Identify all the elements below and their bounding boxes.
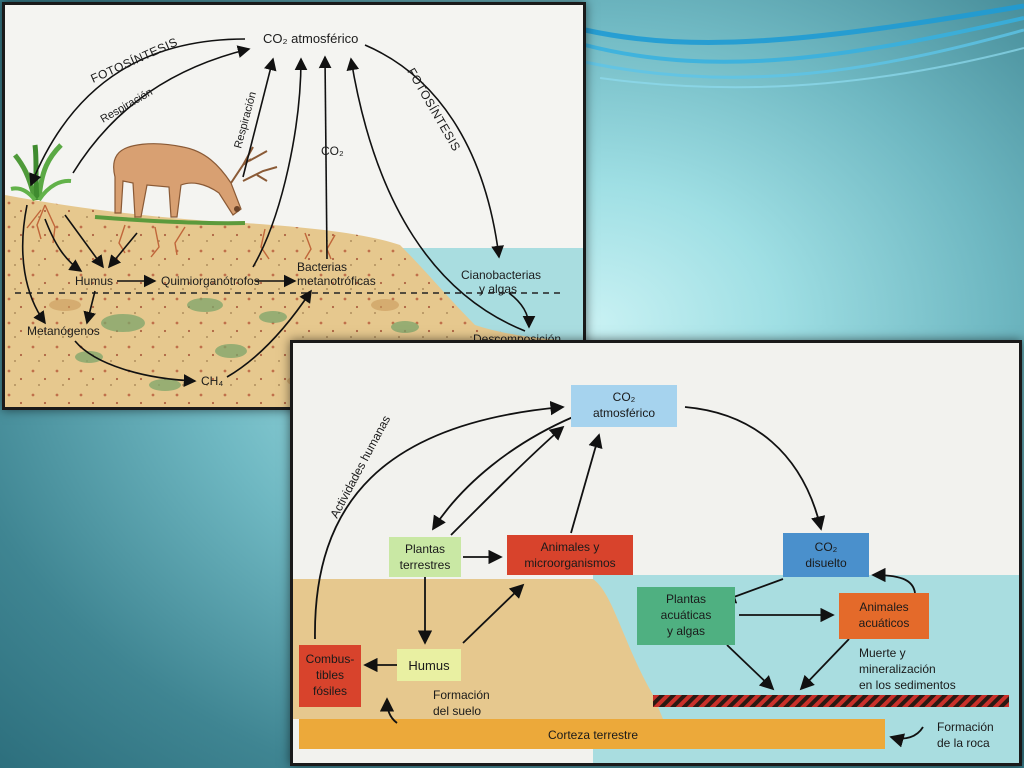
co2-atmospheric-box: [571, 385, 677, 427]
roots: [26, 204, 336, 260]
co2-dissolved-box: [783, 533, 869, 577]
cyanobacteria-label-1: Cianobacterias: [461, 268, 541, 282]
animals-label-1: Animales y: [541, 540, 600, 554]
co2-dissolved-label-1: CO₂: [815, 540, 838, 554]
fossil-fuels-box: [299, 645, 361, 707]
humus-box: [397, 649, 461, 681]
earth-crust-bar: [299, 719, 885, 749]
co2-dissolved-label-2: disuelto: [805, 556, 847, 570]
aquatic-plants-label-3: y algas: [667, 624, 705, 638]
death-mineralization-label-2: mineralización: [859, 662, 936, 676]
death-mineralization-label-1: Muerte y: [859, 646, 906, 660]
methanotrophs-label-1: Bacterias: [297, 260, 347, 274]
aquatic-plants-label-1: Plantas: [666, 592, 706, 606]
aquatic-plants-label-2: acuáticas: [661, 608, 712, 622]
land-plants-label-1: Plantas: [405, 542, 445, 556]
co2-atmospheric-label-2: atmosférico: [593, 406, 655, 420]
aquatic-animals-label-2: acuáticos: [859, 616, 910, 630]
grass-strip: [94, 215, 246, 226]
land-plants-box: [389, 537, 461, 577]
animals-label-2: microorganismos: [524, 556, 615, 570]
animals-microorganisms-box: [507, 535, 633, 575]
flow-arrows: [314, 400, 924, 748]
background-swoosh: [584, 3, 1024, 89]
co2-atmospheric-label-1: CO₂: [613, 390, 636, 404]
land-plants-label-2: terrestres: [400, 558, 451, 572]
rock-formation-label-1: Formación: [937, 720, 994, 734]
fossil-fuels-label-1: Combus-: [306, 652, 355, 666]
soil-formation-label-2: del suelo: [433, 704, 481, 718]
aquatic-animals-label-1: Animales: [859, 600, 908, 614]
rock-formation-label-2: de la roca: [937, 736, 990, 750]
methanogens-label: Metanógenos: [27, 324, 100, 338]
humus-label: Humus: [75, 274, 113, 288]
soil-formation-label-1: Formación: [433, 688, 490, 702]
death-mineralization-label-3: en los sedimentos: [859, 678, 956, 692]
methanotrophs-label-2: metanotróficas: [297, 274, 376, 288]
earth-crust-label: Corteza terrestre: [548, 728, 638, 742]
ch4-label: CH₄: [201, 374, 223, 388]
aquatic-animals-box: [839, 593, 929, 639]
co2-atmospheric-label: CO₂ atmosférico: [263, 31, 358, 46]
humus-label: Humus: [408, 658, 450, 673]
plant-illustration: [10, 143, 72, 202]
global-diagram-svg: Corteza terrestre: [293, 343, 1019, 763]
land-area: [293, 579, 663, 719]
co2-label: CO₂: [321, 144, 344, 158]
sediment-band: [653, 695, 1009, 707]
cyanobacteria-label-2: y algas: [479, 282, 517, 296]
chemoorganotrophs-label: Quimiorganótrofos: [161, 274, 260, 288]
carbon-cycle-global-diagram: Corteza terrestre: [290, 340, 1022, 766]
fossil-fuels-label-3: fósiles: [313, 684, 347, 698]
aquatic-plants-box: [637, 587, 735, 645]
fossil-fuels-label-2: tibles: [316, 668, 344, 682]
flow-arrows: [21, 38, 536, 387]
